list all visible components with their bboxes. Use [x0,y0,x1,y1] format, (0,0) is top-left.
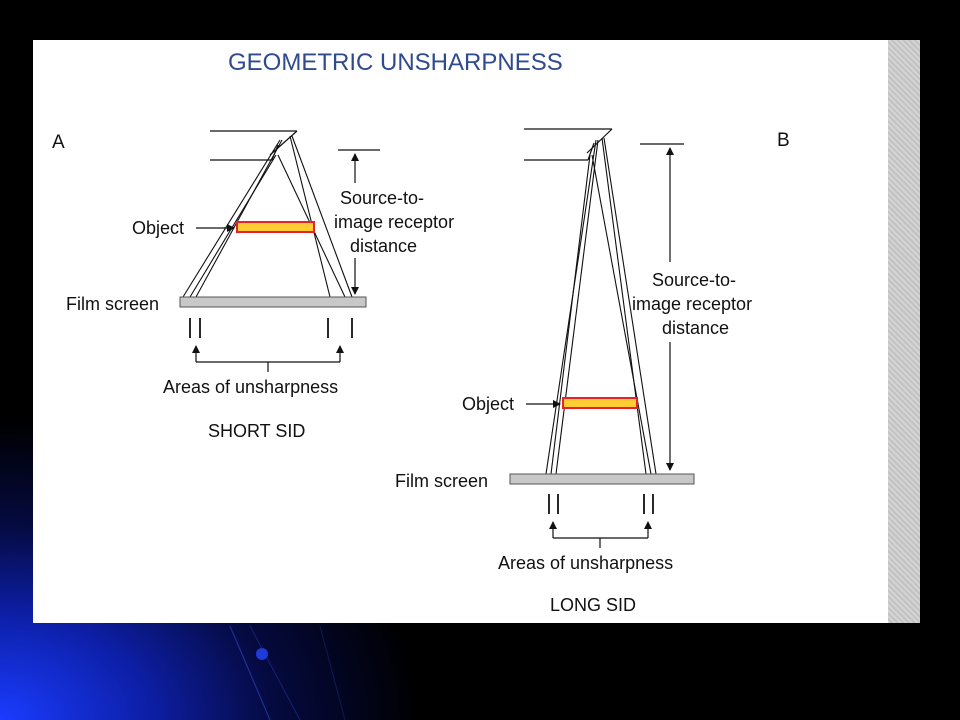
panel-a-film-label: Film screen [66,294,159,314]
panel-a-sid-label-line3: distance [350,236,417,256]
slide-border-pattern [888,40,920,623]
panel-b: B Object Film screen S [395,128,790,615]
panel-b-xray-source [524,128,613,161]
panel-b-sid-dimension [640,143,684,471]
panel-a-xray-source [210,130,298,161]
panel-b-letter: B [777,130,790,151]
panel-b-sid-label-line3: distance [662,318,729,338]
page-title: GEOMETRIC UNSHARPNESS [228,49,563,76]
panel-a-sid-dimension [338,149,380,295]
panel-b-caption: LONG SID [550,595,636,615]
panel-a: A Object Film screen S [52,130,454,441]
panel-a-object-label: Object [132,218,184,238]
panel-a-sid-label-line2: image receptor [334,212,454,232]
panel-a-unsharpness-marks [189,318,353,338]
panel-a-beam-lines [182,135,353,298]
panel-a-unsharpness-bracket [192,345,344,372]
background-orb [256,648,268,660]
panel-b-object-label: Object [462,394,514,414]
slide-panel [33,40,888,623]
panel-b-film-label: Film screen [395,471,488,491]
panel-b-unsharpness-marks [548,494,654,514]
panel-a-unsharpness-label: Areas of unsharpness [163,377,338,397]
panel-b-beam-lines [545,137,657,475]
panel-b-sid-label-line2: image receptor [632,294,752,314]
panel-b-object [562,397,638,409]
panel-a-object [236,221,315,233]
panel-a-caption: SHORT SID [208,421,305,441]
panel-b-sid-label-line1: Source-to- [652,270,736,290]
panel-b-unsharpness-bracket [549,521,652,548]
panel-a-film-screen [179,296,367,308]
panel-a-sid-label-line1: Source-to- [340,188,424,208]
panel-a-letter: A [52,132,65,153]
panel-b-film-screen [509,473,695,485]
panel-b-unsharpness-label: Areas of unsharpness [498,553,673,573]
